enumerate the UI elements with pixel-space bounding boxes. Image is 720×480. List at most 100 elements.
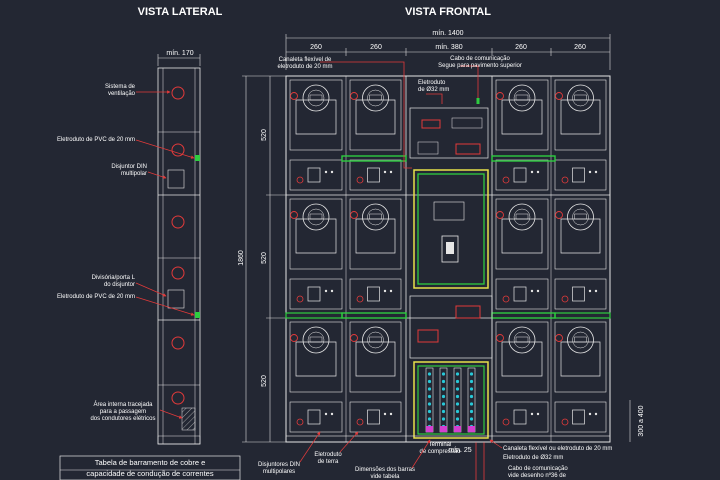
- height-total-dimension: 1860: [238, 250, 245, 266]
- ground-conduit-label-line: Eletroduto: [314, 452, 342, 458]
- ventilation-icon: [555, 92, 563, 100]
- ventilation-icon: [555, 334, 563, 342]
- meter-dial: [362, 84, 389, 112]
- busbar-dimensions-label-line: vide tabela: [370, 474, 400, 480]
- meter-dial: [508, 326, 536, 354]
- base-height-dimension: 300 a 400: [638, 405, 645, 436]
- conduit-32-label-line: Eletroduto: [418, 80, 446, 86]
- meter-cells: [289, 79, 607, 433]
- din-breakers-bottom-label-line: multipolares: [263, 469, 295, 475]
- ventilation-icon: [350, 92, 358, 100]
- din-breaker-icon: [572, 167, 585, 183]
- ventilation-icon: [290, 92, 298, 100]
- meter-dial: [302, 84, 330, 112]
- flex-conduit-top-label-line: eletroduto de 20 mm: [277, 64, 332, 70]
- flex-conduit-bottom-label: Canaleta flexível ou eletroduto de 20 mm: [503, 446, 612, 452]
- energy-meter: [501, 218, 543, 254]
- col-4-dimension: 260: [515, 44, 527, 51]
- ventilation-icon: [496, 334, 504, 342]
- meter-cell: [289, 79, 343, 191]
- front-view: mín. 1400 260 260 mín. 380 260 260 1860 …: [238, 30, 645, 480]
- energy-meter: [355, 99, 396, 135]
- din-breaker-icon: [513, 409, 527, 425]
- ventilation-label-line: ventilação: [108, 91, 136, 97]
- conduit-32-label-line: de Ø32 mm: [418, 87, 449, 93]
- energy-meter: [501, 341, 543, 377]
- ventilation-icon: [496, 92, 504, 100]
- pvc-conduit-top-label-line: Eletroduto de PVC de 20 mm: [57, 137, 135, 143]
- busbar: [425, 367, 434, 433]
- ventilation-icon: [290, 211, 298, 219]
- ventilation-icon: [350, 211, 358, 219]
- energy-meter: [295, 99, 337, 135]
- din-breaker-icon: [307, 286, 321, 302]
- din-breaker-icon: [367, 167, 380, 183]
- bottom-dimension: mín. 25: [448, 447, 471, 454]
- conduit-32-bottom-label-line: Eletroduto de Ø32 mm: [503, 455, 563, 461]
- flex-conduit-top-label-line: Canaleta flexível de: [279, 57, 332, 63]
- din-breaker-icon: [367, 286, 380, 302]
- hatched-area-label-line: dos condutores elétricos: [90, 416, 155, 422]
- col-2-dimension: 260: [370, 44, 382, 51]
- busbar-dimensions-label-line: Dimensões dos barras: [355, 467, 415, 473]
- meter-dial: [508, 203, 536, 231]
- busbar: [439, 367, 448, 433]
- hatched-area-label-line: Área interna tracejada: [93, 401, 153, 408]
- side-view: mín. 170: [157, 50, 201, 445]
- din-breaker-label-line: Disjuntor DIN: [111, 164, 147, 170]
- side-width-dimension: mín. 170: [166, 50, 193, 57]
- meter-dial: [567, 203, 594, 231]
- energy-meter: [295, 218, 337, 254]
- col-5-dimension: 260: [574, 44, 586, 51]
- pvc-conduit-mid-label: Eletroduto de PVC de 20 mm: [57, 294, 135, 300]
- din-breaker-icon: [572, 286, 585, 302]
- vertical-busbars: [425, 367, 476, 433]
- din-breaker-icon: [367, 409, 380, 425]
- table-title-line-2: capacidade de condução de correntes: [86, 469, 213, 478]
- ventilation-icon: [350, 334, 358, 342]
- divider-label-line: do disjuntor: [104, 282, 135, 288]
- din-breaker-icon: [307, 409, 321, 425]
- din-breaker-icon: [572, 409, 585, 425]
- col-1-dimension: 260: [310, 44, 322, 51]
- meter-cell: [495, 321, 549, 433]
- meter-dial: [567, 326, 594, 354]
- energy-meter: [295, 341, 337, 377]
- meter-dial: [302, 203, 330, 231]
- busbar-table: Tabela de barramento de cobre e capacida…: [59, 455, 241, 480]
- compression-terminal-label-line: de compressão: [419, 449, 461, 455]
- energy-meter: [560, 99, 601, 135]
- din-breaker-label-line: multipolar: [121, 171, 147, 177]
- compression-terminal-label-line: Terminal: [429, 442, 452, 448]
- meter-dial: [567, 84, 594, 112]
- meter-dial: [508, 84, 536, 112]
- flex-conduit-bottom-label-line: Canaleta flexível ou eletroduto de 20 mm: [503, 446, 612, 452]
- energy-meter: [501, 99, 543, 135]
- meter-dial: [362, 326, 389, 354]
- pvc-conduit-top-label: Eletroduto de PVC de 20 mm: [57, 137, 135, 143]
- ground-conduit-label-line: de terra: [318, 459, 339, 465]
- din-breaker-icon: [513, 286, 527, 302]
- din-breaker-icon: [513, 167, 527, 183]
- meter-cell: [349, 198, 402, 310]
- comm-cable-bottom-label-line: vide desenho nº36 de: [508, 472, 567, 479]
- ventilation-icon: [555, 211, 563, 219]
- front-total-width: mín. 1400: [432, 30, 463, 37]
- meter-cell: [554, 198, 607, 310]
- energy-meter: [355, 341, 396, 377]
- ventilation-icon: [496, 211, 504, 219]
- hatched-area-label-line: para a passagem: [100, 409, 146, 415]
- din-breakers-bottom-label-line: Disjuntores DIN: [258, 462, 300, 468]
- comm-cable-top-label-line: Segue para pavimento superior: [438, 63, 522, 69]
- busbar: [467, 367, 476, 433]
- table-title-line-1: Tabela de barramento de cobre e: [95, 458, 206, 467]
